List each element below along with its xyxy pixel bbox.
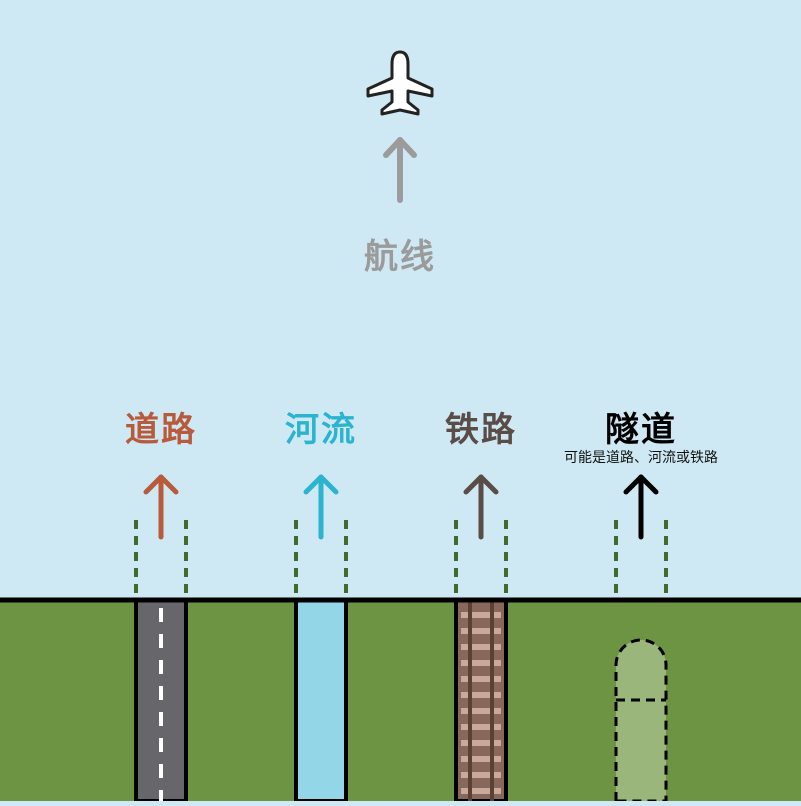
railway-strip bbox=[454, 598, 508, 803]
rail-tie bbox=[461, 724, 501, 730]
rail-tie bbox=[461, 676, 501, 682]
rail-tie bbox=[461, 756, 501, 762]
rail-tie bbox=[461, 788, 501, 794]
rail-tie bbox=[461, 644, 501, 650]
tunnel-shape bbox=[614, 638, 668, 803]
rail-label: 铁路 bbox=[445, 410, 517, 450]
guide-lines bbox=[134, 520, 668, 598]
road-strip bbox=[134, 598, 188, 803]
river-strip bbox=[294, 598, 348, 803]
rail-tie bbox=[461, 740, 501, 746]
rail-tie bbox=[461, 692, 501, 698]
ground bbox=[0, 600, 801, 801]
rail-tie bbox=[461, 660, 501, 666]
rail-tie bbox=[461, 772, 501, 778]
rail-tie bbox=[461, 628, 501, 634]
rail-tie bbox=[461, 708, 501, 714]
river-label: 河流 bbox=[285, 410, 357, 450]
flight-arrow bbox=[383, 137, 417, 203]
rail-tie bbox=[461, 612, 501, 618]
road-label: 道路 bbox=[125, 410, 197, 450]
flight-label: 航线 bbox=[364, 237, 436, 277]
tunnel-note: 可能是道路、河流或铁路 bbox=[564, 450, 718, 466]
airplane-icon bbox=[366, 50, 434, 116]
road-arrow bbox=[143, 474, 179, 540]
tunnel-label: 隧道 bbox=[605, 410, 677, 450]
tunnel-arrow bbox=[623, 474, 659, 540]
rail-arrow bbox=[463, 474, 499, 540]
river-arrow bbox=[303, 474, 339, 540]
